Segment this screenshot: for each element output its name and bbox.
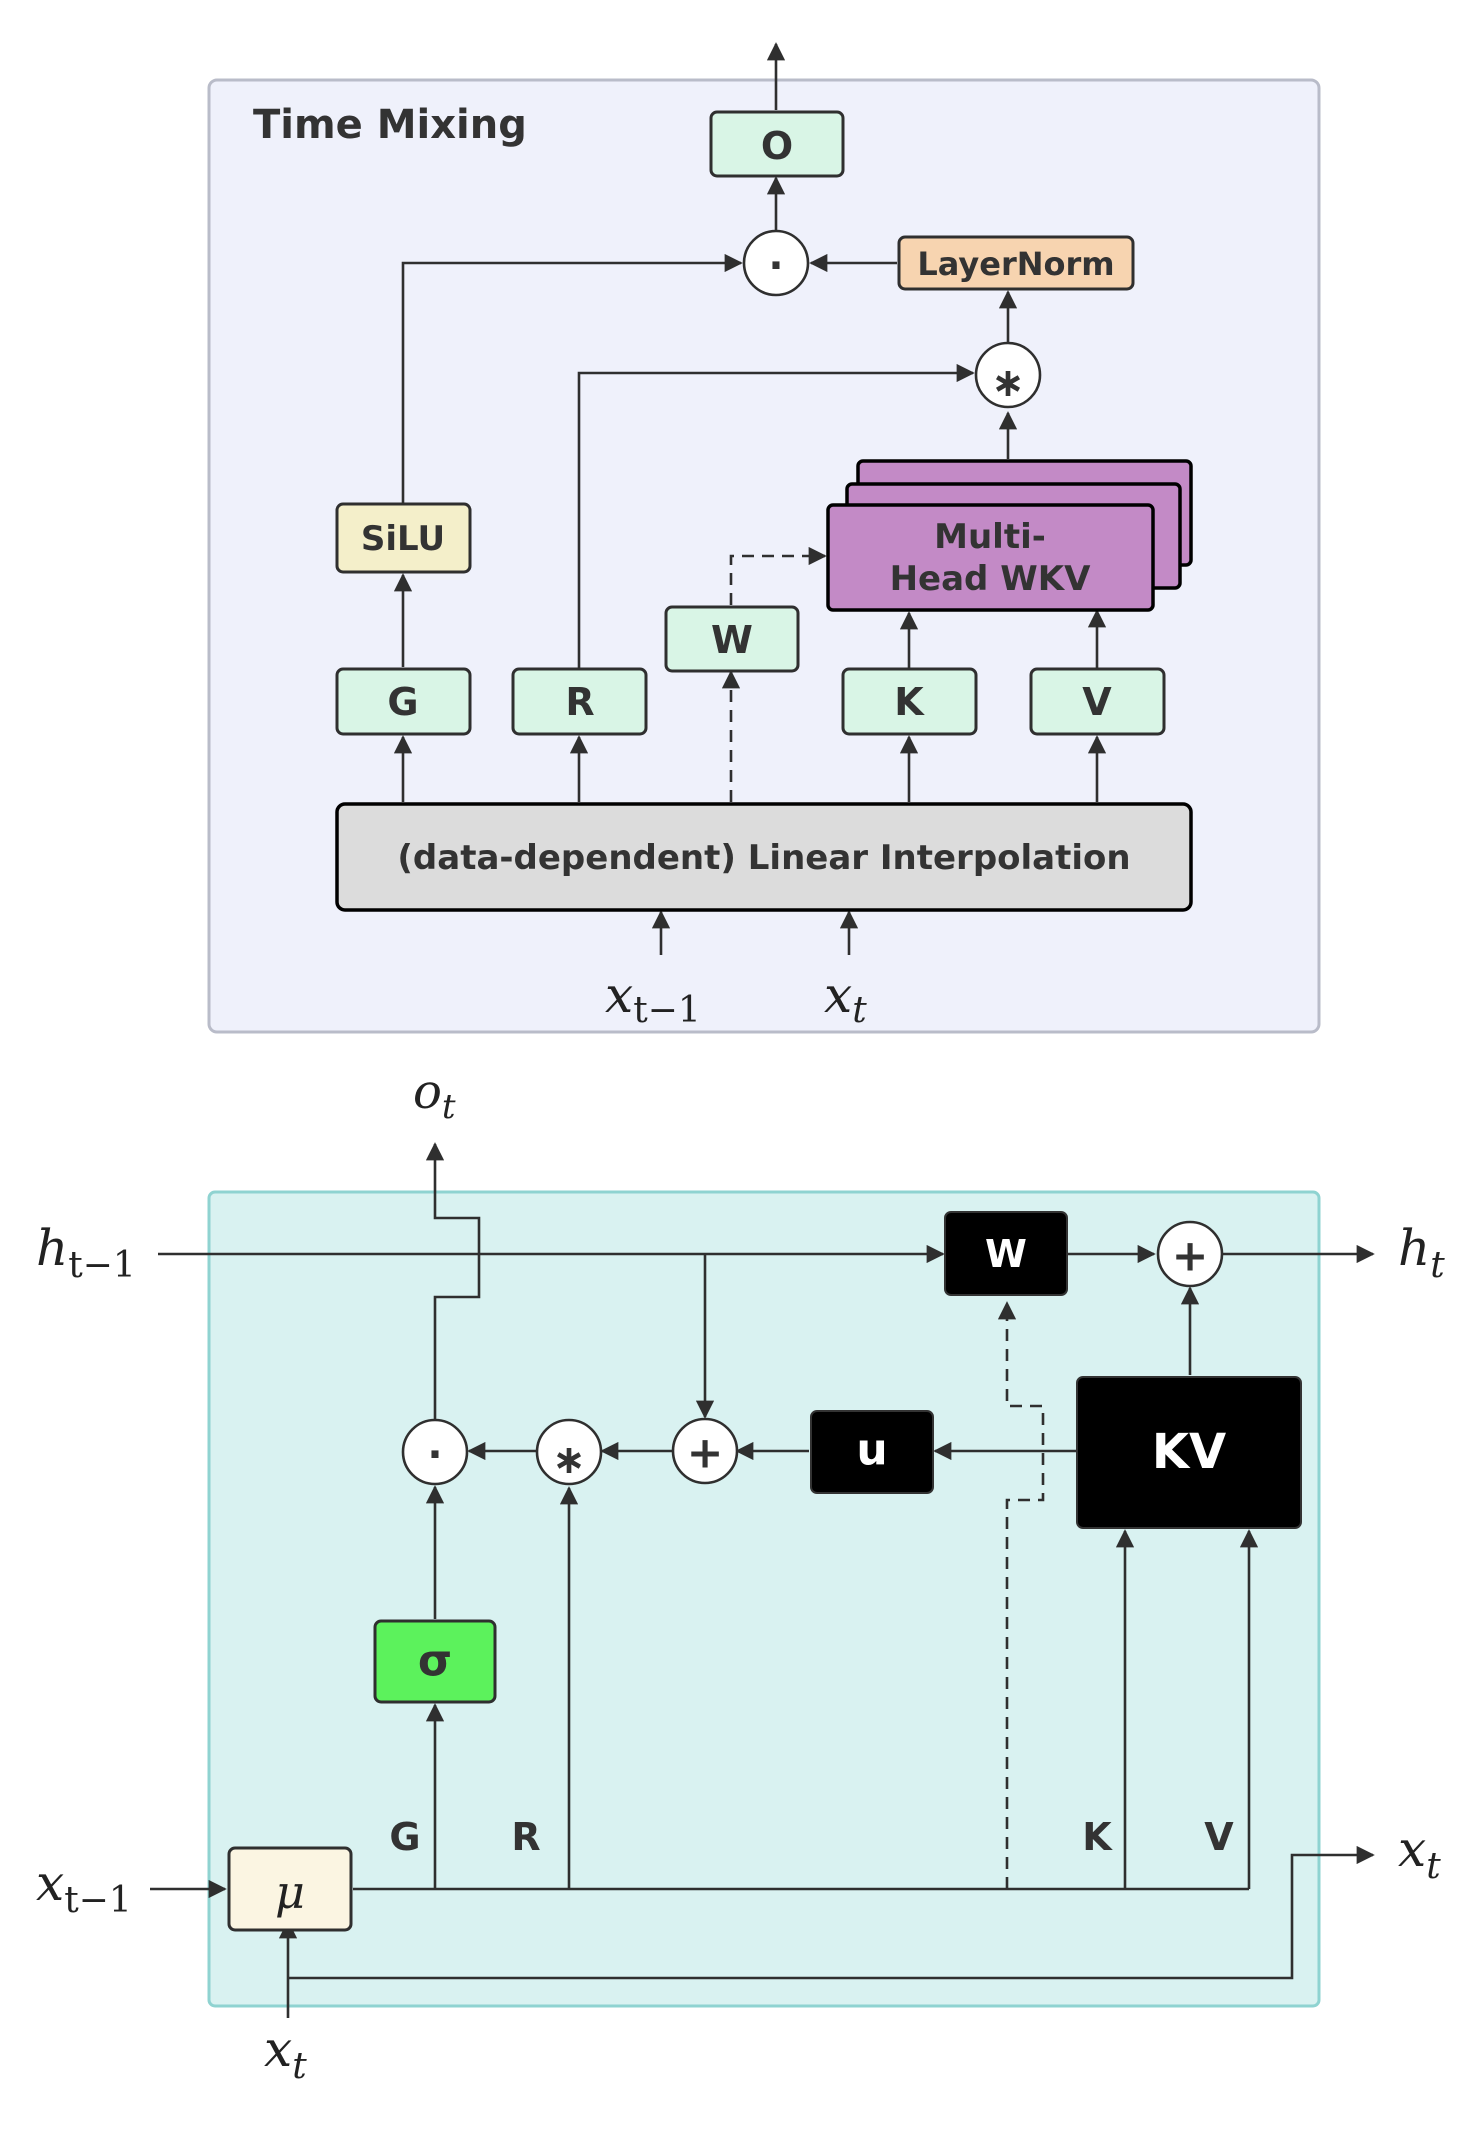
multiply-star-operator-cell: ∗ bbox=[535, 1418, 603, 1486]
kv-box: KV bbox=[1076, 1376, 1302, 1529]
branch-label-k: K bbox=[1082, 1815, 1113, 1859]
svg-text:V: V bbox=[1082, 680, 1112, 724]
svg-text:O: O bbox=[761, 124, 793, 168]
svg-text:u: u bbox=[856, 1425, 887, 1476]
branch-label-g: G bbox=[389, 1815, 420, 1859]
u-bonus-box: u bbox=[810, 1410, 934, 1494]
time-mixing-connectors bbox=[393, 42, 1107, 955]
multiply-star-operator: ∗ bbox=[974, 341, 1042, 409]
h-prev-label: ht−1 bbox=[36, 1219, 136, 1286]
w-decay-box: W bbox=[944, 1211, 1068, 1296]
svg-text:∗: ∗ bbox=[991, 360, 1025, 406]
svg-text:G: G bbox=[387, 680, 418, 724]
mu-box: μ bbox=[227, 1846, 353, 1932]
svg-text:∗: ∗ bbox=[552, 1437, 586, 1483]
w-projection-box: W bbox=[664, 605, 800, 673]
layernorm-box: LayerNorm bbox=[897, 235, 1135, 291]
r-projection-box: R bbox=[511, 667, 648, 736]
state-plus-operator: + bbox=[1156, 1220, 1224, 1288]
time-mixing-title: Time Mixing bbox=[253, 102, 527, 148]
svg-text:W: W bbox=[711, 618, 753, 662]
svg-text:·: · bbox=[427, 1432, 442, 1478]
svg-text:μ: μ bbox=[275, 1865, 305, 1919]
gating-dot-operator: · bbox=[742, 229, 810, 297]
svg-text:LayerNorm: LayerNorm bbox=[917, 245, 1114, 283]
x-prev-label: xt−1 bbox=[36, 1854, 132, 1921]
svg-text:Multi-: Multi- bbox=[934, 517, 1046, 557]
output-projection-box: O bbox=[709, 110, 845, 178]
svg-text:R: R bbox=[565, 680, 594, 724]
svg-text:SiLU: SiLU bbox=[361, 519, 445, 559]
svg-text:K: K bbox=[894, 680, 925, 724]
branch-label-r: R bbox=[511, 1815, 540, 1859]
multi-head-wkv-stack: Multi- Head WKV bbox=[826, 459, 1193, 612]
linear-interpolation-box: (data-dependent) Linear Interpolation bbox=[335, 802, 1193, 912]
svg-text:W: W bbox=[985, 1232, 1027, 1276]
h-cur-label: ht bbox=[1398, 1219, 1445, 1286]
svg-text:·: · bbox=[768, 243, 783, 289]
output-o-label: ot bbox=[413, 1064, 456, 1127]
svg-text:σ: σ bbox=[418, 1636, 452, 1687]
recurrent-cell-connectors bbox=[150, 1142, 1375, 2018]
k-projection-box: K bbox=[841, 667, 978, 736]
x-out-label: xt bbox=[1398, 1820, 1441, 1887]
svg-text:+: + bbox=[687, 1428, 724, 1479]
x-in-label: xt bbox=[264, 2020, 307, 2087]
time-mixing-diagram: Time Mixing O bbox=[207, 42, 1321, 1034]
recurrent-cell-diagram: W + KV u + ∗ · bbox=[36, 1064, 1445, 2087]
input-x-cur-label: xt bbox=[824, 966, 867, 1031]
v-projection-box: V bbox=[1029, 667, 1166, 736]
input-x-prev-label: xt−1 bbox=[605, 966, 701, 1031]
silu-box: SiLU bbox=[335, 502, 472, 574]
g-projection-box: G bbox=[335, 667, 472, 736]
svg-text:Head WKV: Head WKV bbox=[890, 559, 1091, 599]
svg-text:+: + bbox=[1172, 1231, 1209, 1282]
recurrent-cell-panel bbox=[207, 1190, 1321, 2008]
sigma-box: σ bbox=[373, 1619, 497, 1704]
gating-dot-operator-cell: · bbox=[401, 1418, 469, 1486]
bonus-plus-operator: + bbox=[671, 1417, 739, 1485]
svg-text:(data-dependent) Linear Interp: (data-dependent) Linear Interpolation bbox=[397, 838, 1130, 878]
svg-text:KV: KV bbox=[1152, 1424, 1226, 1480]
branch-label-v: V bbox=[1204, 1815, 1234, 1859]
